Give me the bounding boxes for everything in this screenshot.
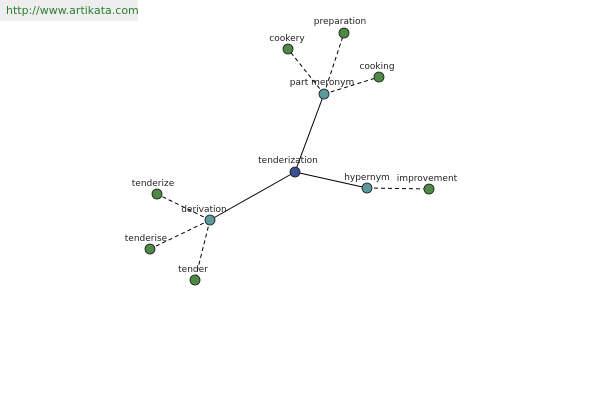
label-part-meronym: part meronym — [290, 78, 354, 88]
node-hypernym[interactable] — [361, 182, 373, 194]
edges-layer — [149, 32, 430, 281]
node-preparation[interactable] — [338, 27, 350, 39]
label-tenderize: tenderize — [132, 179, 175, 189]
watermark-url: http://www.artikata.com — [0, 0, 139, 21]
node-cookery[interactable] — [282, 43, 294, 55]
node-tenderize[interactable] — [151, 188, 163, 200]
edge-part-meronym-to-cookery — [287, 48, 325, 95]
label-cooking: cooking — [359, 62, 394, 72]
nodes-layer — [144, 27, 435, 286]
labels-layer: tenderization part meronym hypernym derivat… — [125, 17, 458, 275]
label-preparation: preparation — [314, 17, 366, 27]
node-tenderise[interactable] — [144, 243, 156, 255]
label-tenderise: tenderise — [125, 234, 168, 244]
node-tenderization[interactable] — [289, 166, 301, 178]
node-derivation[interactable] — [204, 214, 216, 226]
edge-hypernym-to-improvement — [366, 187, 430, 190]
node-part-meronym[interactable] — [318, 88, 330, 100]
edge-part-meronym-to-cooking — [323, 76, 380, 95]
label-improvement: improvement — [397, 174, 458, 184]
edge-tenderization-to-part-meronym — [294, 93, 325, 173]
edge-tenderization-to-derivation — [209, 171, 296, 221]
edge-part-meronym-to-preparation — [323, 32, 345, 95]
label-hypernym: hypernym — [344, 173, 390, 183]
label-tenderization: tenderization — [258, 156, 318, 166]
node-cooking[interactable] — [373, 71, 385, 83]
label-tender: tender — [178, 265, 208, 275]
edge-derivation-to-tender — [194, 219, 211, 281]
node-improvement[interactable] — [423, 183, 435, 195]
edge-tenderization-to-hypernym — [294, 171, 368, 189]
label-cookery: cookery — [269, 34, 305, 44]
label-derivation: derivation — [181, 205, 227, 215]
edge-derivation-to-tenderize — [156, 193, 211, 221]
node-tender[interactable] — [189, 274, 201, 286]
